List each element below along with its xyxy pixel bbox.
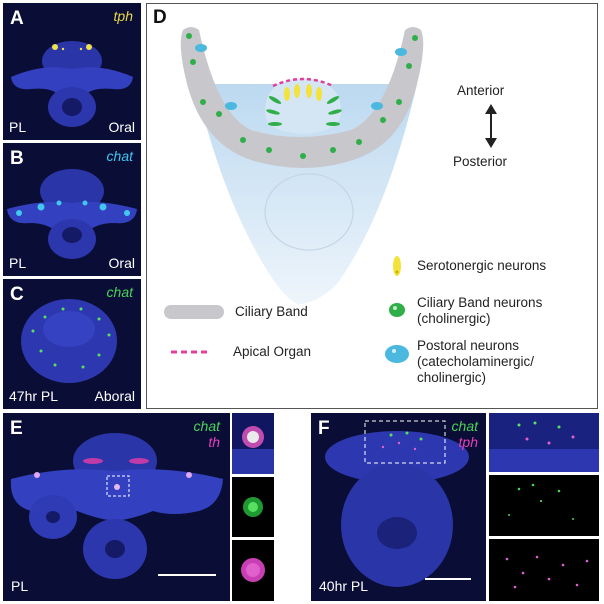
panel-e-inset-merge <box>232 413 274 474</box>
panel-a-gene: tph <box>113 8 133 24</box>
panel-f-inset-magenta <box>489 539 599 601</box>
panel-f-inset-green <box>489 475 599 536</box>
axis-posterior-label: Posterior <box>453 154 508 169</box>
larva-image-oral <box>3 143 141 276</box>
panel-b-label: B <box>10 148 24 169</box>
panel-f-stage: 40hr PL <box>319 578 369 594</box>
legend-serotonergic: Serotonergic neurons <box>417 258 547 273</box>
panel-b-gene: chat <box>106 148 133 164</box>
legend-postoral-line2: (catecholaminergic/ <box>417 354 535 369</box>
inset-merge-image <box>232 413 274 474</box>
axis-anterior-label: Anterior <box>457 83 505 98</box>
legend-apical-organ: Apical Organ <box>233 344 312 359</box>
panel-b-view: Oral <box>108 255 135 271</box>
larva-image-oral <box>3 3 141 140</box>
panel-d-label: D <box>153 7 167 28</box>
panel-b-stage: PL <box>9 255 27 271</box>
panel-c-gene: chat <box>106 284 133 300</box>
panel-e-label: E <box>10 418 23 439</box>
panel-a-stage: PL <box>9 119 27 135</box>
panel-a-micrograph: A tph PL Oral <box>3 3 141 140</box>
inset-magenta-channel <box>489 539 599 601</box>
legend-cb-neurons-line1: Ciliary Band neurons <box>417 295 543 310</box>
panel-c-micrograph: C chat 47hr PL Aboral <box>3 279 141 409</box>
panel-a-label: A <box>10 8 24 29</box>
larva-schematic <box>164 27 497 363</box>
panel-c-view: Aboral <box>94 388 135 404</box>
panel-e-gene-2: th <box>208 434 220 450</box>
panel-f-gene-2: tph <box>458 434 478 450</box>
larva-image-double-stain <box>311 413 486 601</box>
legend-ciliary-band: Ciliary Band <box>235 304 308 319</box>
larva-image-double-stain <box>3 413 230 601</box>
larva-image-aboral <box>3 279 141 409</box>
panel-e-micrograph: E chat th PL <box>3 413 230 601</box>
panel-d-diagram: D Anterior Posterior Ciliary Band Apical… <box>146 3 598 409</box>
inset-magenta-channel <box>232 540 274 601</box>
legend-postoral-line1: Postoral neurons <box>417 338 520 353</box>
panel-b-micrograph: B chat PL Oral <box>3 143 141 276</box>
panel-c-label: C <box>10 284 24 305</box>
panel-e-stage: PL <box>11 578 29 594</box>
inset-green-channel <box>232 477 274 537</box>
inset-green-channel <box>489 475 599 536</box>
panel-e-gene-1: chat <box>193 418 220 434</box>
panel-e-inset-magenta <box>232 540 274 601</box>
panel-c-stage: 47hr PL <box>9 388 59 404</box>
legend-postoral-line3: cholinergic) <box>417 370 487 385</box>
panel-f-inset-merge <box>489 413 599 472</box>
legend-cb-neurons-line2: (cholinergic) <box>417 311 491 326</box>
inset-merge-image <box>489 413 599 472</box>
panel-f-label: F <box>318 418 330 439</box>
panel-e-inset-green <box>232 477 274 537</box>
panel-a-view: Oral <box>108 119 135 135</box>
panel-f-gene-1: chat <box>451 418 478 434</box>
panel-f-micrograph: F chat tph 40hr PL <box>311 413 486 601</box>
